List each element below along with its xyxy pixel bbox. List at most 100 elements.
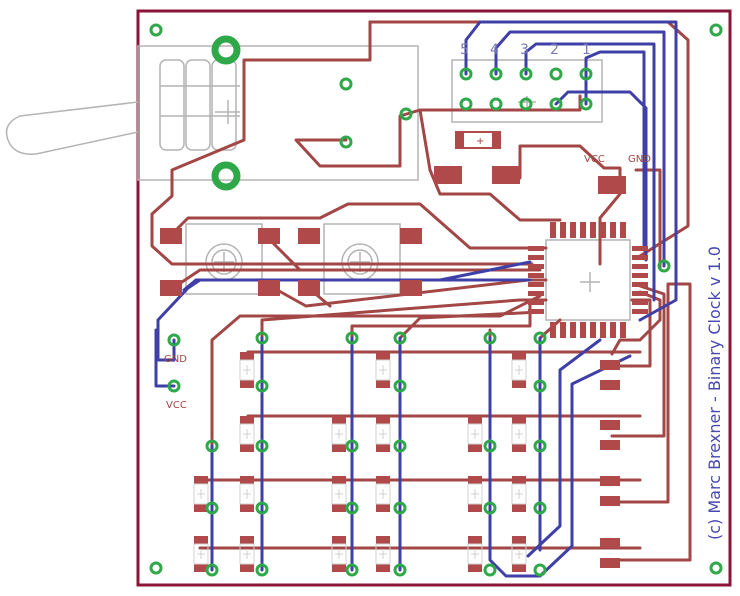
via-32 xyxy=(533,439,547,453)
via-7 xyxy=(459,67,473,81)
ic-pad-left-5 xyxy=(528,291,544,296)
led-pad-bottom-518-416 xyxy=(512,444,526,452)
led-silk-474-536 xyxy=(467,543,483,565)
via-13 xyxy=(489,97,503,111)
smd-pad-7 xyxy=(160,280,182,296)
pin-header-labels: 5 4 3 2 1 xyxy=(460,42,591,58)
led-pad-bottom-518-536 xyxy=(512,564,526,572)
ic-pad-bottom-6 xyxy=(610,322,616,338)
ic-pad-top-1 xyxy=(560,222,566,238)
ic-pad-left-7 xyxy=(528,309,544,314)
resistor-pad-bottom-0 xyxy=(600,380,620,390)
via-40 xyxy=(255,563,269,577)
smd-pad-2 xyxy=(598,176,626,194)
led-pad-bottom-338-416 xyxy=(332,444,346,452)
smd-pad-6 xyxy=(400,228,422,244)
pin-label-1: 1 xyxy=(582,42,591,58)
board-outline xyxy=(136,9,732,587)
via-20 xyxy=(345,331,359,345)
led-pad-top-382-352 xyxy=(376,352,390,360)
ic-pad-bottom-7 xyxy=(620,322,626,338)
ic-pad-top-0 xyxy=(550,222,556,238)
ic-pad-top-7 xyxy=(620,222,626,238)
led-pad-bottom-338-536 xyxy=(332,564,346,572)
led-silk-246-476 xyxy=(239,483,255,505)
led-pad-top-382-536 xyxy=(376,536,390,544)
led-pad-bottom-246-352 xyxy=(240,380,254,388)
via-21 xyxy=(393,331,407,345)
led-pad-top-246-476 xyxy=(240,476,254,484)
led-pad-bottom-200-476 xyxy=(194,504,208,512)
pin-label-5: 5 xyxy=(460,42,469,58)
resistor-pad-top-3 xyxy=(600,538,620,548)
led-pad-bottom-246-416 xyxy=(240,444,254,452)
led-silk-338-416 xyxy=(331,423,347,445)
net-labels: VCC GND GND VCC + xyxy=(164,136,651,411)
vcc-label-left: VCC xyxy=(166,400,187,411)
led-pad-top-338-536 xyxy=(332,536,346,544)
via-1 xyxy=(709,23,723,37)
led-pad-bottom-474-476 xyxy=(468,504,482,512)
led-silk-518-416 xyxy=(511,423,527,445)
led-pad-top-474-536 xyxy=(468,536,482,544)
led-pad-top-382-416 xyxy=(376,416,390,424)
led-pad-bottom-382-416 xyxy=(376,444,390,452)
via-35 xyxy=(345,501,359,515)
smd-pad-0 xyxy=(434,166,462,184)
via-23 xyxy=(533,331,547,345)
led-pad-top-518-416 xyxy=(512,416,526,424)
via-19 xyxy=(255,331,269,345)
led-silk-200-476 xyxy=(193,483,209,505)
ic-pad-right-6 xyxy=(632,300,648,305)
ic-pad-top-3 xyxy=(580,222,586,238)
led-silk-246-352 xyxy=(239,359,255,381)
led-pad-bottom-382-536 xyxy=(376,564,390,572)
via-22 xyxy=(483,331,497,345)
led-pad-bottom-200-536 xyxy=(194,564,208,572)
via-15 xyxy=(549,97,563,111)
smd-pad-9 xyxy=(298,280,320,296)
via-37 xyxy=(483,501,497,515)
ic-pad-bottom-0 xyxy=(550,322,556,338)
via-12 xyxy=(459,97,473,111)
pin-label-2: 2 xyxy=(550,42,559,58)
smd-pad-8 xyxy=(258,280,280,296)
via-34 xyxy=(255,501,269,515)
ic-pad-right-5 xyxy=(632,291,648,296)
led-pad-bottom-338-476 xyxy=(332,504,346,512)
ic-pad-bottom-2 xyxy=(570,322,576,338)
via-16 xyxy=(579,97,593,111)
led-silk-518-476 xyxy=(511,483,527,505)
bottom-layer-traces xyxy=(154,20,678,578)
via-8 xyxy=(489,67,503,81)
via-0 xyxy=(149,23,163,37)
via-38 xyxy=(533,501,547,515)
led-pad-bottom-518-352 xyxy=(512,380,526,388)
via-28 xyxy=(205,439,219,453)
resistor-pad-top-1 xyxy=(600,420,620,430)
resistor-pad-top-0 xyxy=(600,360,620,370)
via-36 xyxy=(393,501,407,515)
via-43 xyxy=(483,563,497,577)
rotary-encoder-outline xyxy=(185,223,401,295)
led-silk-382-536 xyxy=(375,543,391,565)
led-pad-top-200-476 xyxy=(194,476,208,484)
ic-pad-top-2 xyxy=(570,222,576,238)
via-30 xyxy=(393,439,407,453)
led-pad-bottom-382-476 xyxy=(376,504,390,512)
resistor-pad-bottom-1 xyxy=(600,440,620,450)
ic-pad-left-6 xyxy=(528,300,544,305)
ic-pad-top-5 xyxy=(600,222,606,238)
via-42 xyxy=(393,563,407,577)
led-silk-382-352 xyxy=(375,359,391,381)
pin-label-4: 4 xyxy=(490,42,499,58)
via-18 xyxy=(167,379,181,393)
smd-pad-5 xyxy=(298,228,320,244)
via-41 xyxy=(345,563,359,577)
led-pad-bottom-246-476 xyxy=(240,504,254,512)
ic-pad-right-3 xyxy=(632,273,648,278)
via-27 xyxy=(255,439,269,453)
resistor-pad-bottom-3 xyxy=(600,558,620,568)
via-14 xyxy=(519,97,533,111)
